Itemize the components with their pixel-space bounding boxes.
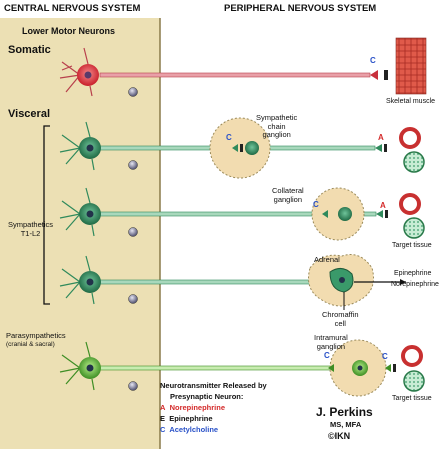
intramural-label: Intramural ganglion [314, 333, 348, 351]
target-gland-2 [403, 217, 425, 239]
glial-cell [128, 381, 138, 391]
visceral-label: Visceral [8, 108, 51, 120]
legend-item: E Epinephrine [160, 414, 213, 423]
target-ring-1 [399, 127, 421, 149]
target-ring-3 [401, 345, 423, 367]
sympathetics-label: Sympathetics T1-L2 [8, 220, 54, 238]
credit-name: J. Perkins [316, 405, 373, 419]
credit-mark: ©IKN [328, 431, 351, 441]
marker-c-intramural-post: C [382, 352, 388, 361]
marker-c-somatic: C [370, 56, 376, 65]
marker-c-chain: C [226, 133, 232, 142]
legend-title-line2: Presynaptic Neuron: [170, 392, 244, 401]
target-ring-2 [399, 193, 421, 215]
epinephrine-label: Epinephrine [394, 270, 432, 277]
marker-a-chain: A [378, 133, 384, 142]
parasympathetic-pathway [59, 339, 425, 397]
glial-cell [128, 227, 138, 237]
glial-cell [128, 160, 138, 170]
legend-title-line1: Neurotransmitter Released by [160, 381, 267, 390]
legend-item: C Acetylcholine [160, 425, 219, 434]
collateral-pathway [59, 187, 425, 241]
glial-cell [128, 294, 138, 304]
lower-motor-neurons-label: Lower Motor Neurons [22, 26, 116, 36]
glial-cell [128, 87, 138, 97]
pns-header: PERIPHERAL NERVOUS SYSTEM [224, 3, 377, 14]
target-tissue-label-2: Target tissue [392, 395, 432, 402]
skeletal-muscle-label: Skeletal muscle [386, 98, 436, 105]
marker-c-collateral: C [313, 200, 319, 209]
sympathetic-chain-pathway [59, 117, 425, 179]
marker-c-intramural-pre: C [324, 351, 330, 360]
norepinephrine-label: Norepinephrine [391, 281, 439, 288]
somatic-label: Somatic [8, 44, 51, 56]
target-gland-1 [403, 151, 425, 173]
target-tissue-label-1: Target tissue [392, 242, 432, 249]
parasympathetics-label: Parasympathetics (cranial & sacral) [6, 331, 66, 348]
adrenal-label: Adrenal [314, 255, 340, 264]
chromaffin-label: Chromaffin cell [322, 310, 359, 328]
sympathetic-chain-label: Sympathetic chain ganglion [256, 113, 298, 139]
adrenal-pathway [59, 254, 406, 310]
target-gland-3 [403, 370, 425, 392]
credit-degree: MS, MFA [330, 420, 362, 429]
collateral-ganglion-label: Collateral ganglion [272, 186, 304, 204]
marker-a-collateral: A [380, 201, 386, 210]
legend: Neurotransmitter Released by Presynaptic… [160, 380, 267, 435]
legend-item: A Norepinephrine [160, 403, 226, 412]
sympathetics-bracket [43, 125, 50, 305]
cns-header: CENTRAL NERVOUS SYSTEM [4, 3, 141, 14]
skeletal-muscle-block [395, 37, 427, 95]
somatic-pathway [59, 37, 427, 97]
